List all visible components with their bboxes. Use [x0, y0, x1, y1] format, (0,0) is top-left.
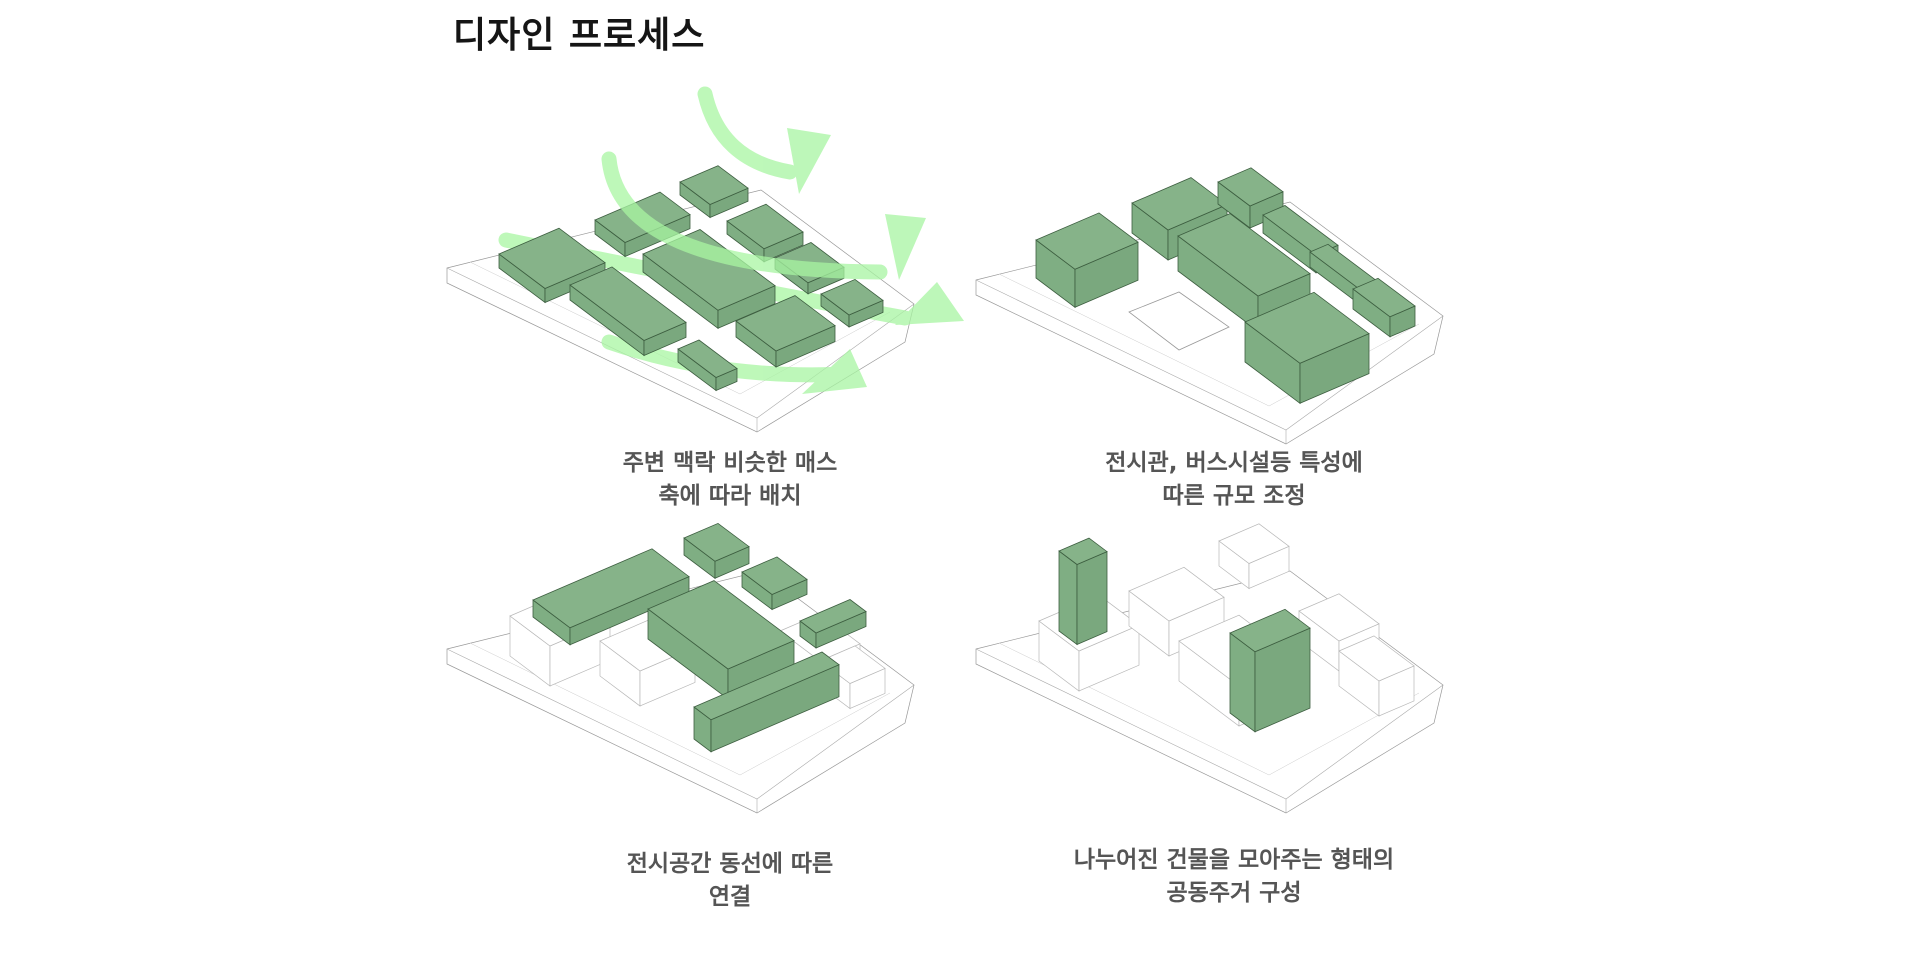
context-block [1338, 635, 1415, 717]
block-top [1218, 523, 1290, 564]
caption-line: 공동주거 구성 [1166, 880, 1302, 906]
diagram-step-3 [446, 522, 915, 814]
mass-block [647, 580, 795, 700]
wind-arrow-head [787, 128, 831, 194]
mass-block [820, 278, 884, 328]
mass-block [1229, 608, 1311, 733]
block-top [819, 645, 886, 684]
caption-line: 연결 [708, 884, 752, 910]
block-top [799, 599, 867, 634]
mass-block [677, 339, 738, 392]
block-top [498, 227, 606, 289]
block-top [569, 266, 687, 341]
mass-block [1244, 291, 1370, 405]
mass-block [1177, 213, 1311, 332]
block-top [679, 165, 749, 205]
wind-arrow-head [802, 349, 867, 394]
mass-block [679, 165, 749, 219]
block-top [1128, 566, 1225, 622]
caption-step-4: 나누어진 건물을 모아주는 형태의 공동주거 구성 [1014, 844, 1454, 910]
caption-step-1: 주변 맥락 비슷한 매스 축에 따라 배치 [510, 447, 950, 513]
courtyard-outline [1128, 291, 1230, 351]
caption-step-3: 전시공간 동선에 따른 연결 [510, 848, 950, 914]
caption-line: 나누어진 건물을 모아주는 형태의 [1073, 847, 1395, 873]
mass-block [1352, 277, 1416, 338]
block-top [1338, 635, 1415, 682]
diagram-step-2 [975, 167, 1444, 445]
block-side [1076, 550, 1108, 646]
wind-arrow-head [885, 214, 926, 280]
mass-block [1217, 167, 1284, 229]
block-top [683, 522, 750, 562]
block-top [1217, 167, 1284, 207]
block-top [1352, 277, 1416, 318]
block-top [735, 295, 836, 352]
block-top [1244, 291, 1370, 364]
block-side [1058, 550, 1078, 646]
block-top [1262, 205, 1339, 256]
caption-line: 따른 규모 조정 [1162, 483, 1306, 509]
wind-arrow-head [895, 282, 964, 325]
mass-block [683, 522, 750, 580]
caption-line: 전시공간 동선에 따른 [626, 851, 834, 877]
mass-block [735, 295, 836, 368]
context-block [1218, 523, 1290, 590]
diagram-step-1 [446, 86, 964, 433]
block-top [1058, 537, 1108, 565]
caption-line: 전시관, 버스시설등 특성에 [1105, 450, 1363, 476]
block-top [741, 556, 808, 595]
mass-block [1035, 212, 1139, 309]
block-top [820, 278, 884, 316]
diagram-step-4 [975, 523, 1444, 814]
page-title: 디자인 프로세스 [453, 15, 706, 56]
block-top [677, 339, 738, 378]
site-inner-line [469, 642, 891, 776]
block-top [1229, 608, 1311, 653]
block-top [1177, 213, 1311, 297]
mass-block [799, 599, 867, 649]
mass-block [532, 548, 690, 646]
block-top [1035, 212, 1139, 270]
caption-line: 축에 따라 배치 [658, 483, 802, 509]
site-inner-line [469, 261, 891, 395]
block-top [1298, 593, 1380, 642]
wind-arrow [601, 151, 926, 280]
wind-arrow-body [601, 151, 888, 280]
mass-block [1058, 537, 1108, 646]
wind-arrow [697, 86, 831, 194]
block-top [726, 203, 804, 250]
block-top [647, 580, 795, 670]
caption-step-2: 전시관, 버스시설등 특성에 따른 규모 조정 [1014, 447, 1454, 513]
mass-block [693, 651, 840, 753]
block-top [693, 651, 840, 721]
block-top [532, 548, 690, 629]
wind-arrow-body [697, 86, 798, 180]
caption-line: 주변 맥락 비슷한 매스 [622, 450, 838, 476]
mass-block [569, 266, 687, 357]
mass-block [741, 556, 808, 611]
